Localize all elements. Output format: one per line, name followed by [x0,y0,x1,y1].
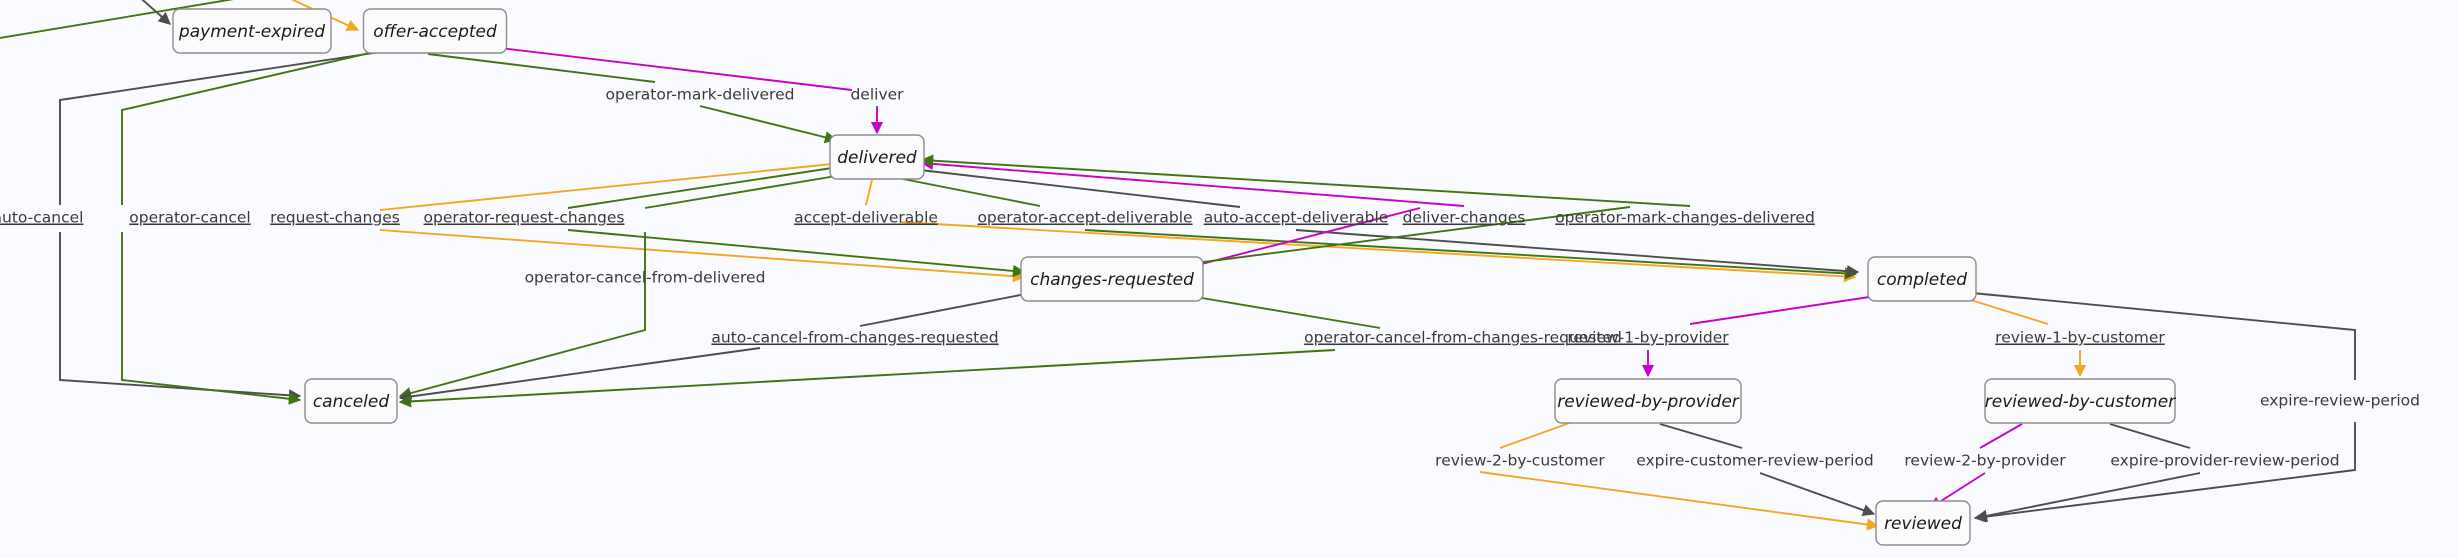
node-box [1867,256,1977,302]
node-box [362,8,508,54]
edge-e-opcanceldel-elbow [398,232,646,400]
edge-e-markdel-delivered-green [699,105,838,144]
edge-e-delivered-opreqchg-green [567,167,833,209]
edge-e-offer-cancel-green [121,45,401,205]
edge-label-accept-deliverable[interactable]: accept-deliverable [794,209,938,227]
state-node-offer-accepted[interactable]: offer-accepted [362,8,508,54]
state-node-canceled[interactable]: canceled [304,378,398,424]
edge-e-in-offer-accepted-orange [290,0,360,31]
edge-label-auto-cancel[interactable]: auto-cancel [0,209,83,227]
edge-label-review-1-by-provider[interactable]: review-1-by-provider [1567,329,1729,347]
node-box [304,378,398,424]
node-label: canceled [313,392,390,412]
node-label: delivered [837,148,917,168]
node-label: reviewed-by-customer [1985,392,2176,412]
edge-label-operator-cancel-from-delivered[interactable]: operator-cancel-from-delivered [525,269,766,287]
edge-label-review-2-by-provider[interactable]: review-2-by-provider [1904,452,2066,470]
node-label: changes-requested [1030,270,1194,290]
edge-label-request-changes[interactable]: request-changes [270,209,400,227]
edge-e-completed-rev1cust [1957,295,2049,325]
node-label: reviewed [1884,514,1962,534]
edge-e-expprov-arrow [1974,472,2201,522]
state-node-completed[interactable]: completed [1867,256,1977,302]
edge-label-review-2-by-customer[interactable]: review-2-by-customer [1435,452,1605,470]
edge-e-deliver-changes-cr [1185,207,1421,269]
edge-label-deliver[interactable]: deliver [850,86,904,104]
edge-e-cr-opcancel-green [1189,295,1381,329]
node-box [829,134,925,180]
state-node-delivered[interactable]: delivered [829,134,925,180]
edge-e-autocancel-down [59,232,302,402]
edge-label-operator-cancel[interactable]: operator-cancel [129,209,250,227]
state-node-reviewed-by-provider[interactable]: reviewed-by-provider [1554,378,1742,424]
edge-label-operator-mark-delivered[interactable]: operator-mark-delivered [606,86,795,104]
edge-e-offer-markdel-green [427,53,656,83]
node-box [172,8,332,54]
node-box [1984,378,2176,424]
edge-e-offer-delivered-magenta [449,41,853,91]
state-node-reviewed-by-customer[interactable]: reviewed-by-customer [1984,378,2176,424]
node-box [1020,256,1204,302]
edge-e-opaccept-down [1084,229,1858,280]
edge-e-opcancel-down [121,232,302,405]
edge-label-operator-accept-deliverable[interactable]: operator-accept-deliverable [977,209,1192,227]
edge-e-accept-deliverable-down [899,221,1857,283]
node-label: completed [1877,270,1967,290]
edge-e-reqchg-to-cr-orange [379,229,1026,283]
edge-e-autocancel-cr-to-canceled [398,347,761,403]
state-node-changes-requested[interactable]: changes-requested [1020,256,1204,302]
nodes-layer: payment-expired offer-accepted delivered ch… [172,8,2176,546]
edge-e-rbc-expprov [2109,423,2191,449]
edge-e-opmarkchg-cr [1187,206,1631,265]
edge-label-expire-provider-review-period[interactable]: expire-provider-review-period [2110,452,2339,470]
state-node-reviewed[interactable]: reviewed [1875,500,1971,546]
edge-label-review-1-by-customer[interactable]: review-1-by-customer [1995,329,2165,347]
edge-label-operator-cancel-from-changes-requested[interactable]: operator-cancel-from-changes-requested [1304,329,1622,347]
state-node-payment-expired[interactable]: payment-expired [172,8,332,54]
edge-label-operator-request-changes[interactable]: operator-request-changes [424,209,625,227]
edge-label-expire-customer-review-period[interactable]: expire-customer-review-period [1636,452,1874,470]
node-label: reviewed-by-provider [1557,392,1740,412]
edge-e-opcancel-cr-to-canceled [398,349,1336,408]
edge-e-offer-cancel-dark [59,45,421,205]
node-label: offer-accepted [373,22,497,42]
edge-label-deliver-changes[interactable]: deliver-changes [1403,209,1526,227]
edge-e-opaccept-up [897,177,1041,207]
edge-label-operator-mark-changes-delivered[interactable]: operator-mark-changes-delivered [1555,209,1815,227]
edge-e-rbp-expcust [1659,423,1743,449]
edge-e-accept-deliverable-up [865,179,873,206]
edge-e-expire-to-reviewed [1973,422,2356,523]
edge-e-delivered-opcanceldel [644,175,837,209]
edge-e-deliver-changes-del [920,157,1465,207]
edge-e-delivered-reqchg-orange [379,163,833,211]
edge-e-opmarkchg-del [920,154,1691,207]
node-box [1875,500,1971,546]
edge-e-in-payment-expired-dark [141,0,171,25]
edge-e-in-green-left-1 [0,0,234,39]
edge-e-opreqchg-to-cr-green [567,229,1026,278]
edge-label-expire-review-period[interactable]: expire-review-period [2260,392,2420,410]
edges-layer [0,0,2356,531]
node-label: payment-expired [178,22,325,42]
edge-e-autoaccept-up [919,169,1241,208]
edge-e-rbp-rev2cust [1499,421,1573,449]
edge-e-completed-expire-elbow [1961,291,2356,380]
edge-e-autoaccept-down [1295,229,1860,278]
node-box [1554,378,1742,424]
edge-label-auto-accept-deliverable[interactable]: auto-accept-deliverable [1204,209,1389,227]
edge-e-completed-rev1prov [1689,295,1877,325]
edge-e-expcust-arrow [1759,472,1876,517]
edge-labels-layer: auto-cancel operator-cancel request-change… [0,86,2420,470]
edge-e-cr-autocancel-dark [859,291,1037,327]
edge-e-rbc-rev2prov [1979,423,2023,449]
edge-e-rev2cust-arrow [1479,471,1880,531]
edge-label-auto-cancel-from-changes-requested[interactable]: auto-cancel-from-changes-requested [711,329,998,347]
